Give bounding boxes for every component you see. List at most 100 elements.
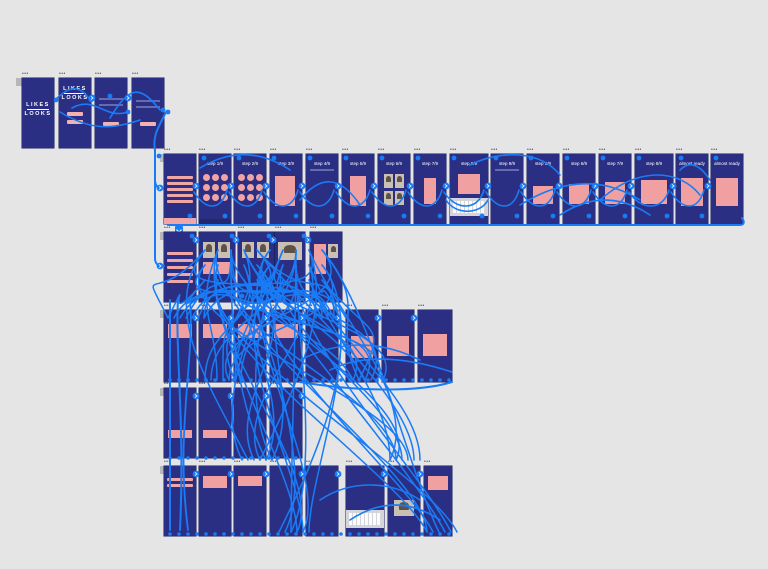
artboard-menu-icon[interactable]: ••• — [234, 303, 241, 309]
choice-circle[interactable] — [238, 174, 245, 181]
photo-thumbnail[interactable] — [384, 191, 393, 205]
artboard-menu-icon[interactable]: ••• — [275, 225, 282, 231]
artboard-menu-icon[interactable]: ••• — [164, 459, 171, 465]
option-line[interactable] — [167, 182, 193, 185]
artboard-row5-4[interactable]: ••• — [270, 460, 302, 536]
artboard-step-9[interactable]: ••• step 9/9 — [491, 148, 523, 224]
artboard-menu-icon[interactable]: ••• — [527, 147, 534, 153]
artboard-menu-icon[interactable]: ••• — [599, 147, 606, 153]
choice-circle[interactable] — [256, 184, 263, 191]
option-card[interactable] — [605, 182, 625, 204]
artboard-detail-4[interactable]: ••• — [270, 304, 302, 382]
choice-circle[interactable] — [256, 194, 263, 201]
summary-card[interactable] — [681, 178, 703, 206]
choice-circle[interactable] — [203, 194, 210, 201]
artboard-menu-icon[interactable]: ••• — [306, 303, 313, 309]
detail-card[interactable] — [238, 324, 262, 338]
artboard-row5-7[interactable]: ••• — [388, 460, 420, 536]
artboard-menu-icon[interactable]: ••• — [424, 459, 431, 465]
menu-line[interactable] — [167, 252, 193, 255]
choice-circle[interactable] — [212, 184, 219, 191]
look-photo[interactable] — [394, 500, 414, 516]
artboard-step-5[interactable]: ••• step 5/9 — [342, 148, 374, 224]
artboard-menu-icon[interactable]: ••• — [635, 147, 642, 153]
connector-node-icon[interactable] — [53, 97, 59, 103]
look-card[interactable] — [314, 244, 326, 274]
artboard-menu-icon[interactable]: ••• — [199, 225, 206, 231]
keyboard[interactable] — [346, 510, 384, 528]
artboard-menu-icon[interactable]: ••• — [199, 147, 206, 153]
artboard-menu-icon[interactable]: ••• — [270, 381, 277, 387]
artboard-step-extra-3[interactable]: ••• step 7/9 — [599, 148, 631, 224]
option-card[interactable] — [458, 174, 480, 194]
artboard-menu-icon[interactable]: ••• — [711, 147, 718, 153]
artboard-feed-2[interactable]: ••• — [238, 226, 274, 302]
artboard-signup[interactable]: ••• — [95, 72, 127, 148]
artboard-row4-1[interactable]: ••• — [164, 382, 196, 458]
artboard-menu-icon[interactable]: ••• — [164, 303, 171, 309]
artboard-almost-ready-2[interactable]: ••• almost ready — [711, 148, 743, 224]
artboard-row4-4[interactable]: ••• — [270, 382, 302, 458]
artboard-menu-icon[interactable]: ••• — [132, 71, 139, 77]
detail-card[interactable] — [168, 324, 192, 338]
connector-node-icon[interactable] — [339, 378, 343, 382]
photo-thumbnail[interactable] — [395, 174, 404, 188]
look-photo[interactable] — [242, 242, 254, 258]
artboard-menu-icon[interactable]: ••• — [164, 225, 171, 231]
detail-card[interactable] — [387, 336, 409, 356]
artboard-menu-icon[interactable]: ••• — [346, 303, 353, 309]
artboard-menu-icon[interactable]: ••• — [270, 147, 277, 153]
flow-start-tab[interactable] — [160, 466, 166, 474]
menu-line[interactable] — [167, 280, 193, 283]
artboard-row5-5[interactable]: ••• — [306, 460, 338, 536]
list-line[interactable] — [167, 484, 193, 487]
artboard-menu-icon[interactable]: ••• — [238, 225, 245, 231]
option-card[interactable] — [424, 178, 436, 204]
menu-line[interactable] — [167, 273, 193, 276]
artboard-menu-icon[interactable]: ••• — [414, 147, 421, 153]
look-photo[interactable] — [257, 242, 269, 258]
login-submit-button[interactable] — [140, 122, 156, 126]
artboard-almost-ready-1[interactable]: ••• almost ready — [676, 148, 708, 224]
option-card[interactable] — [275, 176, 295, 206]
artboard-detail-2[interactable]: ••• — [199, 304, 231, 382]
artboard-menu-icon[interactable]: ••• — [306, 459, 313, 465]
artboard-detail-6[interactable]: ••• — [346, 304, 378, 382]
detail-card[interactable] — [351, 336, 373, 358]
artboard-menu-icon[interactable]: ••• — [382, 303, 389, 309]
artboard-step-8[interactable]: ••• step 8/9 — [450, 148, 488, 224]
artboard-menu-icon[interactable]: ••• — [342, 147, 349, 153]
continue-button[interactable] — [103, 122, 119, 126]
detail-card[interactable] — [238, 476, 262, 486]
artboard-menu-icon[interactable]: ••• — [234, 459, 241, 465]
artboard-welcome[interactable]: ••• LIKES LOOKS — [59, 72, 91, 148]
flow-start-tab[interactable] — [160, 388, 166, 396]
option-card[interactable] — [533, 186, 553, 204]
menu-line[interactable] — [167, 266, 193, 269]
option-line[interactable] — [167, 188, 193, 191]
detail-card[interactable] — [274, 324, 298, 338]
connector-node-icon[interactable] — [339, 532, 343, 536]
artboard-row5-8[interactable]: ••• — [424, 460, 452, 536]
artboard-splash[interactable]: ••• LIKES LOOKS — [22, 72, 54, 148]
artboard-menu-icon[interactable]: ••• — [164, 147, 171, 153]
artboard-menu-icon[interactable]: ••• — [450, 147, 457, 153]
artboard-feed-3[interactable]: ••• — [275, 226, 305, 302]
summary-card[interactable] — [716, 178, 738, 206]
option-line[interactable] — [167, 176, 193, 179]
look-photo[interactable] — [328, 244, 338, 258]
look-photo[interactable] — [218, 242, 230, 258]
artboard-menu-icon[interactable]: ••• — [270, 459, 277, 465]
artboard-detail-7[interactable]: ••• — [382, 304, 414, 382]
artboard-step-4[interactable]: ••• step 4/9 — [306, 148, 338, 224]
artboard-menu-icon[interactable]: ••• — [199, 303, 206, 309]
option-line[interactable] — [167, 200, 193, 203]
detail-card[interactable] — [423, 334, 447, 356]
artboard-step-extra-2[interactable]: ••• step 6/9 — [563, 148, 595, 224]
artboard-step-1[interactable]: ••• step 1/9 — [199, 148, 231, 224]
detail-card[interactable] — [203, 324, 227, 338]
option-card[interactable] — [641, 180, 667, 204]
artboard-row5-2[interactable]: ••• — [199, 460, 231, 536]
artboard-menu-icon[interactable]: ••• — [310, 225, 317, 231]
option-line[interactable] — [167, 194, 193, 197]
